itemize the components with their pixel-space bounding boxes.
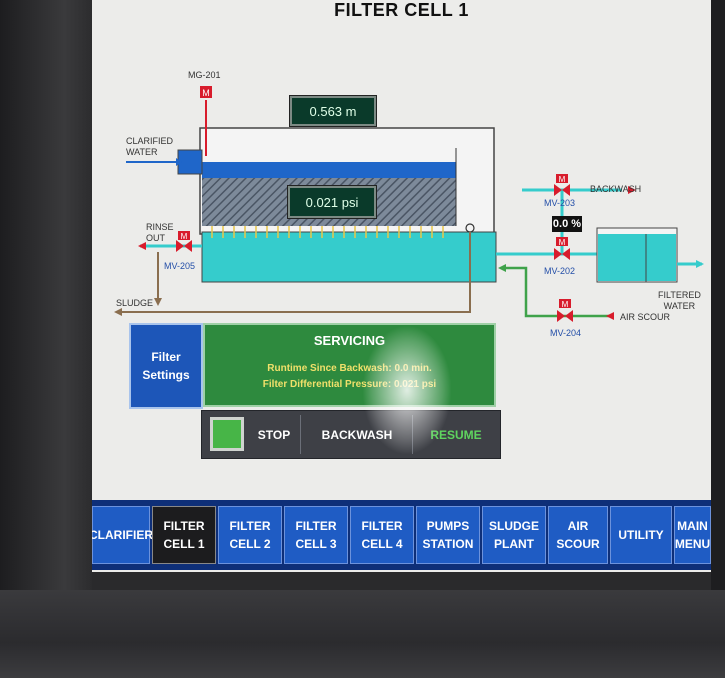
level-readout: 0.563 m <box>289 95 377 127</box>
nav-filter-cell-1[interactable]: FILTER CELL 1 <box>152 506 216 564</box>
meter-icon[interactable] <box>200 86 212 98</box>
valve-percent-readout: 0.0 % <box>552 216 582 232</box>
underdrain-nozzles <box>211 226 444 238</box>
valve-icon[interactable]: M <box>557 299 573 322</box>
filtered-water-label: FILTERED WATER <box>658 290 701 311</box>
backwash-label: BACKWASH <box>590 184 642 194</box>
mg-201-label: MG-201 <box>188 70 221 80</box>
status-panel: SERVICING Runtime Since Backwash: 0.0 mi… <box>203 323 496 407</box>
clarified-water-label: CLARIFIED WATER <box>126 136 174 157</box>
divider <box>412 415 413 454</box>
valve-icon[interactable]: M <box>176 231 192 252</box>
nav-main-menu[interactable]: MAIN MENU <box>674 506 711 564</box>
backwash-button[interactable]: BACKWASH <box>321 427 393 442</box>
sludge-label: SLUDGE <box>116 298 154 308</box>
filter-process-diagram: M M M <box>114 86 704 322</box>
resume-button[interactable]: RESUME <box>430 427 482 442</box>
nav-air-scour[interactable]: AIR SCOUR <box>548 506 608 564</box>
svg-text:M: M <box>559 238 566 247</box>
rinse-out-label: RINSE OUT <box>146 222 174 243</box>
nav-pumps-station[interactable]: PUMPS STATION <box>416 506 480 564</box>
svg-text:M: M <box>562 300 569 309</box>
hmi-screen: FILTER CELL 1 <box>92 0 711 572</box>
monitor-bezel-right <box>711 0 725 600</box>
underdrain-basin <box>201 231 497 283</box>
divider <box>300 415 301 454</box>
monitor-bezel-left <box>0 0 92 600</box>
differential-pressure-text: Filter Differential Pressure: 0.021 psi <box>262 379 437 390</box>
navigation-bar: CLARIFIER FILTER CELL 1 FILTER CELL 2 FI… <box>92 500 711 570</box>
nav-sludge-plant[interactable]: SLUDGE PLANT <box>482 506 546 564</box>
mv-205-label: MV-205 <box>164 261 196 271</box>
supernatant-water <box>202 162 456 178</box>
filter-settings-button[interactable]: Filter Settings <box>129 323 203 409</box>
mv-204-label: MV-204 <box>550 328 582 338</box>
svg-text:M: M <box>202 88 210 98</box>
stop-button[interactable]: STOP <box>257 427 291 442</box>
runtime-text: Runtime Since Backwash: 0.0 min. <box>267 363 432 374</box>
sludge-line <box>116 232 471 313</box>
svg-text:M: M <box>181 232 188 241</box>
nav-utility[interactable]: UTILITY <box>610 506 672 564</box>
valve-icon[interactable]: M <box>554 174 570 196</box>
status-title: SERVICING <box>313 333 386 348</box>
nav-clarifier[interactable]: CLARIFIER <box>92 506 153 564</box>
nav-filter-cell-3[interactable]: FILTER CELL 3 <box>284 506 348 564</box>
page-title: FILTER CELL 1 <box>334 0 469 20</box>
nav-filter-cell-2[interactable]: FILTER CELL 2 <box>218 506 282 564</box>
valve-icon[interactable]: M <box>554 237 570 260</box>
control-bar: STOP BACKWASH RESUME <box>201 410 501 459</box>
run-indicator <box>210 417 244 451</box>
filter-settings-label: Filter Settings <box>142 350 190 382</box>
monitor-bezel-bottom <box>0 590 725 678</box>
mv-203-label: MV-203 <box>544 198 576 208</box>
nav-filter-cell-4[interactable]: FILTER CELL 4 <box>350 506 414 564</box>
mv-202-label: MV-202 <box>544 266 576 276</box>
pressure-readout: 0.021 psi <box>287 185 377 219</box>
svg-text:M: M <box>559 175 566 184</box>
air-scour-label: AIR SCOUR <box>620 312 671 322</box>
